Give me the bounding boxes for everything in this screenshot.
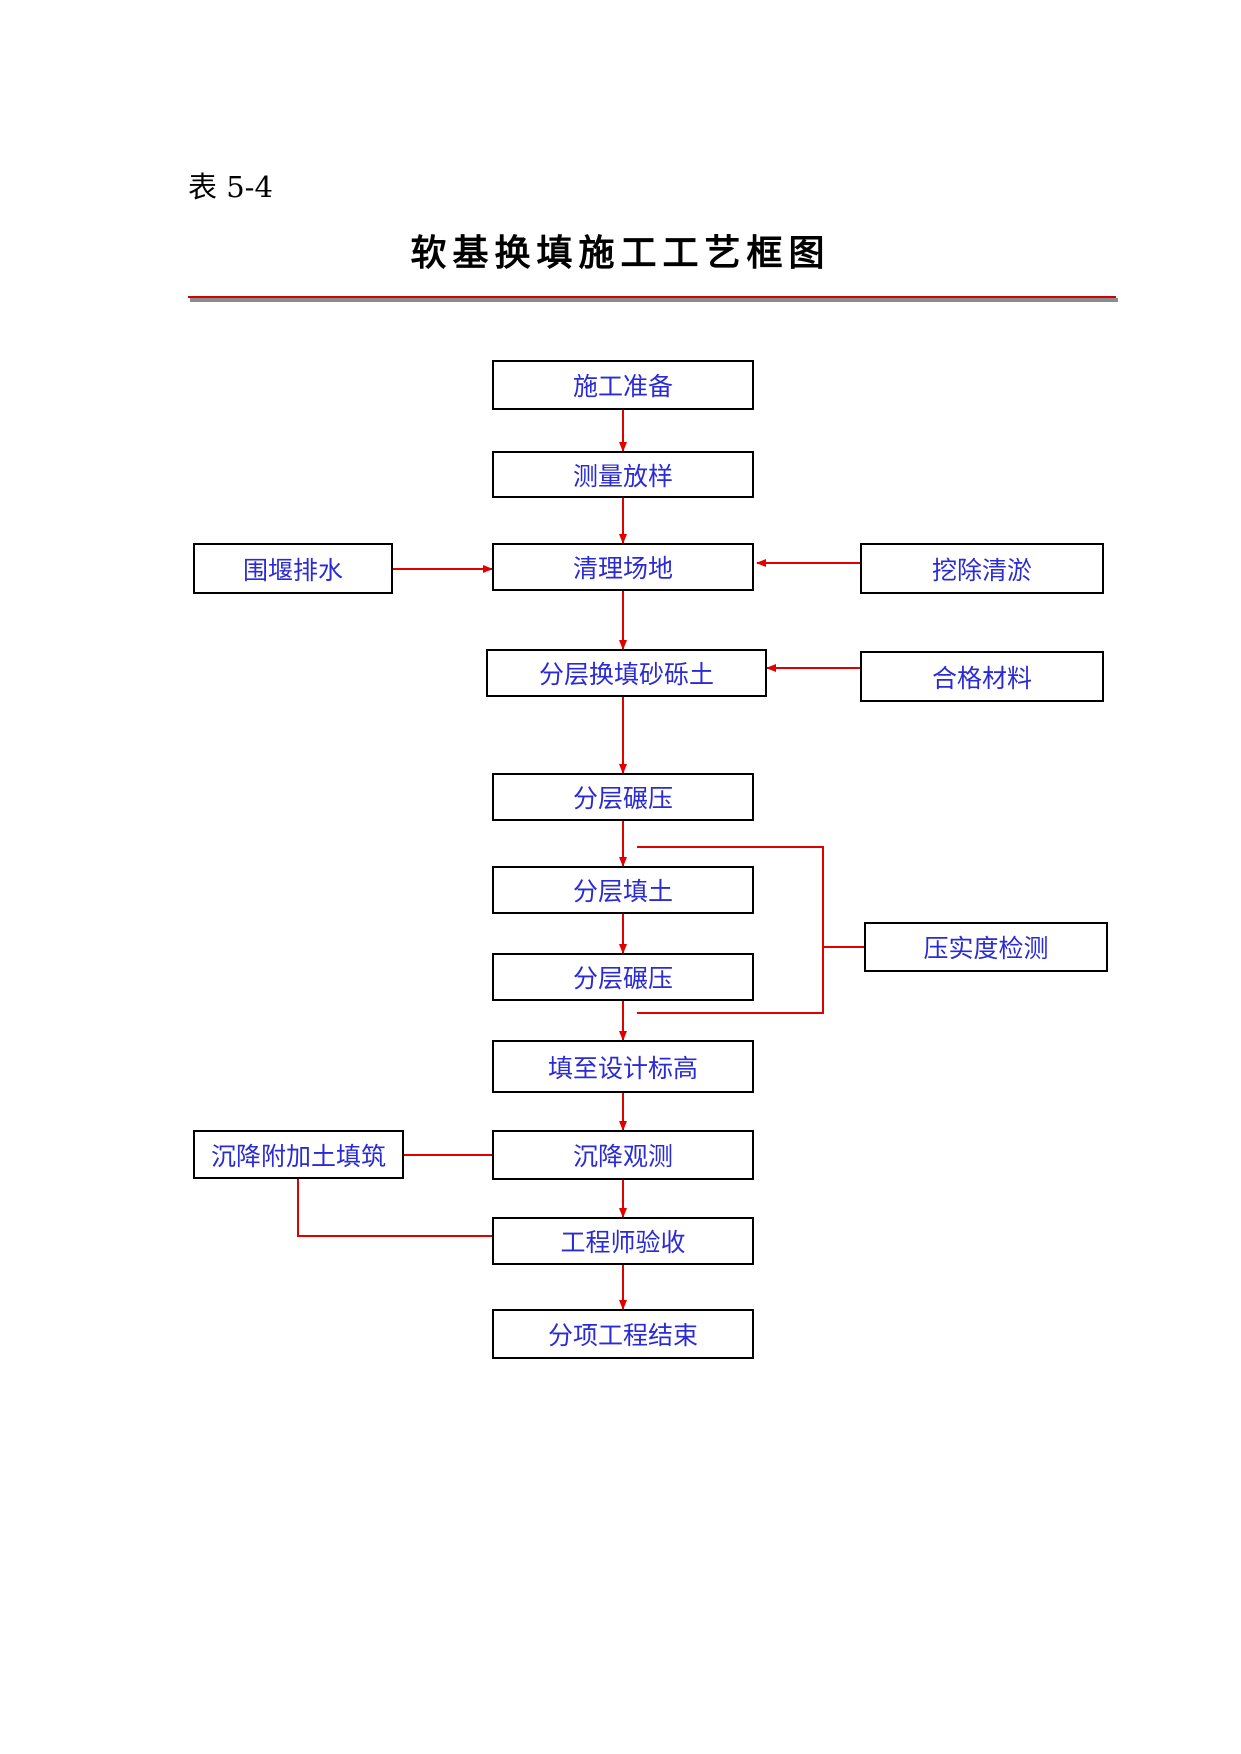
table-number: 表 5-4 xyxy=(188,170,273,204)
node-layered-gravel-fill: 分层换填砂砾土 xyxy=(486,649,767,697)
node-layered-soil-fill: 分层填土 xyxy=(492,866,754,914)
node-layered-rolling-1: 分层碾压 xyxy=(492,773,754,821)
node-cofferdam-drainage: 围堰排水 xyxy=(193,543,393,594)
node-site-clearing: 清理场地 xyxy=(492,543,754,591)
node-construction-prep: 施工准备 xyxy=(492,360,754,410)
node-engineer-acceptance: 工程师验收 xyxy=(492,1217,754,1265)
node-subproject-complete: 分项工程结束 xyxy=(492,1309,754,1359)
node-settlement-observation: 沉降观测 xyxy=(492,1130,754,1180)
node-settlement-extra-fill: 沉降附加土填筑 xyxy=(193,1130,404,1179)
node-dredge-removal: 挖除清淤 xyxy=(860,543,1104,594)
connector-settle-fill-to-acceptance xyxy=(297,1179,492,1237)
title-rule-shadow xyxy=(190,298,1118,302)
node-layered-rolling-2: 分层碾压 xyxy=(492,953,754,1001)
compaction-test-loop xyxy=(637,846,824,1014)
node-survey-layout: 测量放样 xyxy=(492,451,754,498)
node-qualified-material: 合格材料 xyxy=(860,651,1104,702)
node-compaction-test: 压实度检测 xyxy=(864,922,1108,972)
node-fill-to-design-elevation: 填至设计标高 xyxy=(492,1040,754,1093)
diagram-title: 软基换填施工工艺框图 xyxy=(410,232,831,274)
title-rule xyxy=(188,296,1116,298)
